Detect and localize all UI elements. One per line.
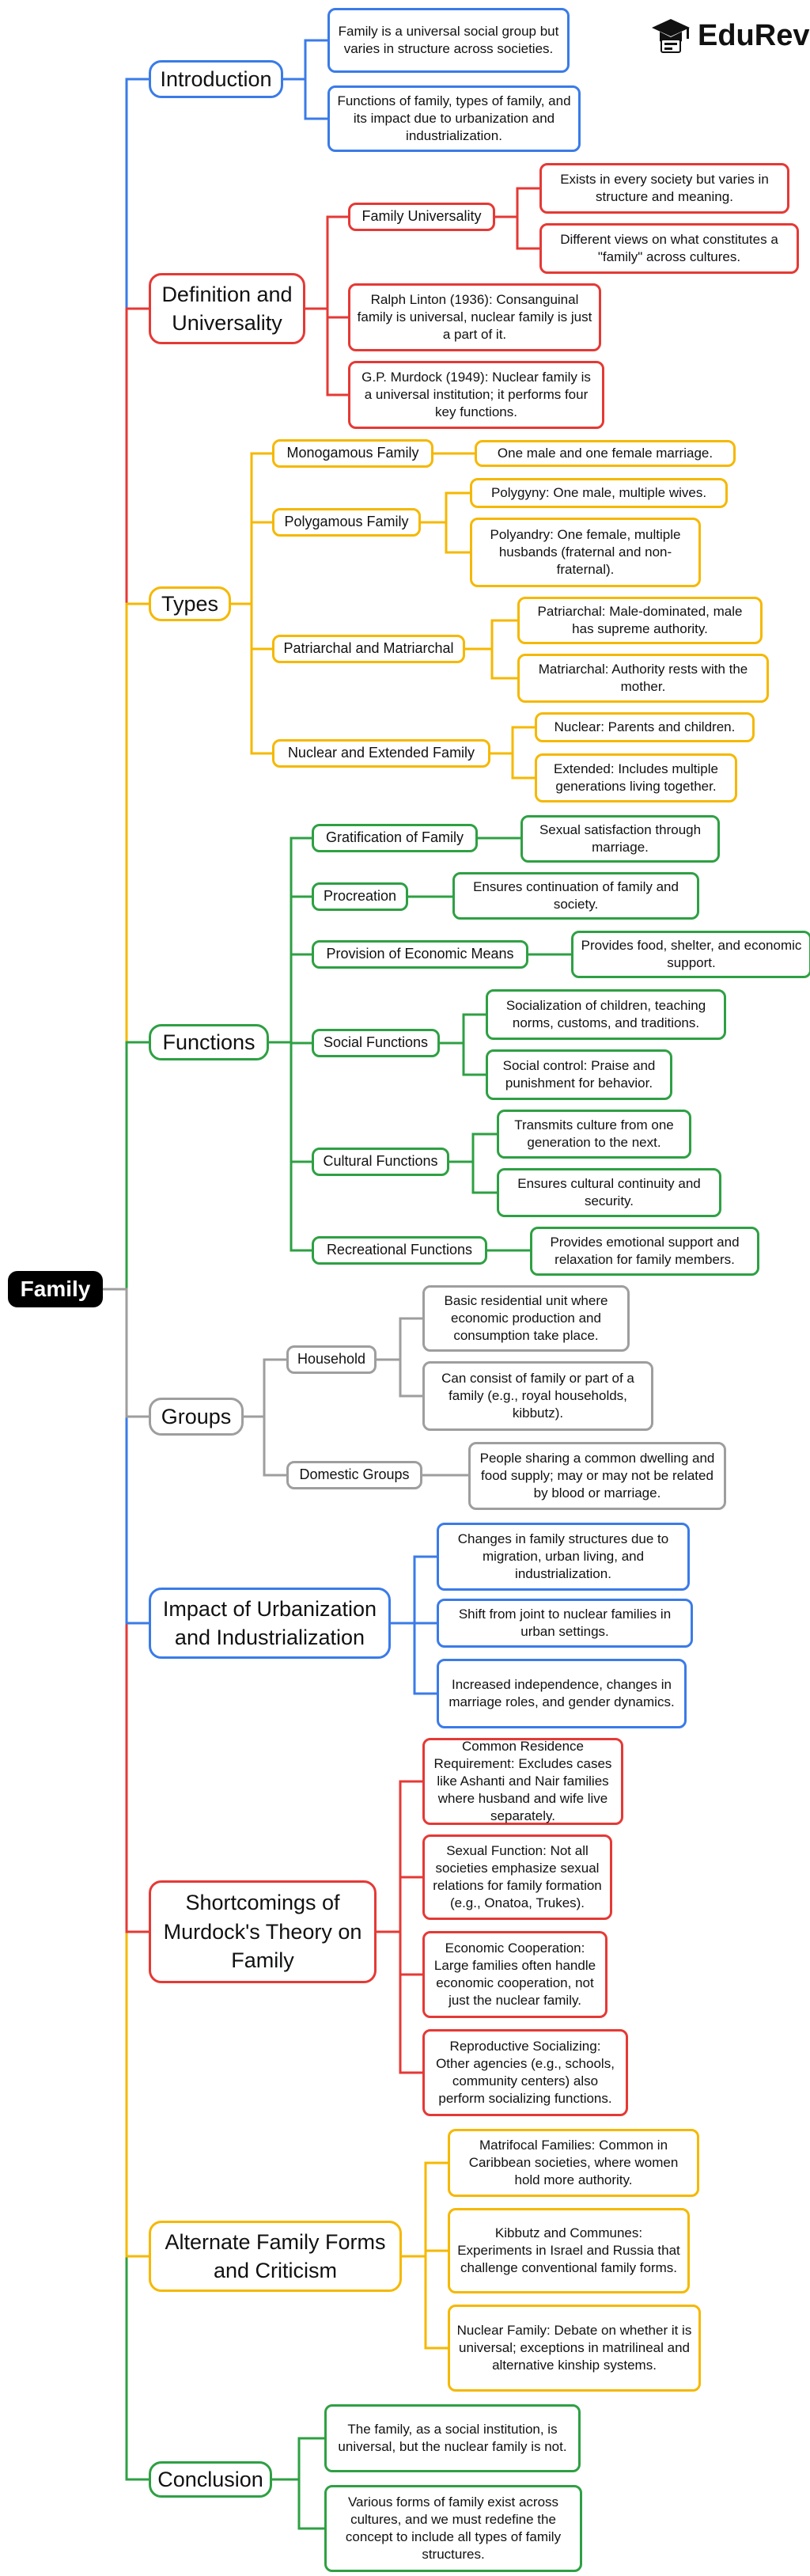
- brand-name: EduRev: [698, 18, 810, 52]
- topic-household: Household: [286, 1345, 377, 1374]
- note-polygamous-1: Polygyny: One male, multiple wives.: [470, 478, 728, 508]
- note-polygamous-2: Polyandry: One female, multiple husbands…: [470, 518, 701, 587]
- note-gratification-1: Sexual satisfaction through marriage.: [520, 815, 720, 863]
- note-monogamous-1: One male and one female marriage.: [475, 440, 736, 467]
- topic-family-universality: Family Universality: [348, 203, 495, 231]
- topic-procreation: Procreation: [312, 882, 408, 911]
- topic-gp-murdock: G.P. Murdock (1949): Nuclear family is a…: [348, 361, 604, 429]
- note-social-functions-2: Social control: Praise and punishment fo…: [486, 1049, 672, 1100]
- graduation-cap-icon: [652, 19, 690, 53]
- topic-ralph-linton: Ralph Linton (1936): Consanguinal family…: [348, 283, 601, 351]
- note-shortcomings-1: Common Residence Requirement: Excludes c…: [422, 1738, 623, 1825]
- branch-introduction: Introduction: [149, 60, 283, 98]
- note-shortcomings-4: Reproductive Socializing: Other agencies…: [422, 2029, 628, 2116]
- note-shortcomings-2: Sexual Function: Not all societies empha…: [422, 1834, 612, 1920]
- branch-conclusion: Conclusion: [149, 2461, 272, 2498]
- branch-alternate-family-forms: Alternate Family Forms and Criticism: [149, 2221, 402, 2292]
- note-patriarchal-1: Patriarchal: Male-dominated, male has su…: [517, 597, 763, 644]
- note-family-universality-1: Exists in every society but varies in st…: [539, 163, 789, 214]
- branch-groups: Groups: [149, 1398, 244, 1436]
- topic-polygamous-family: Polygamous Family: [272, 508, 421, 537]
- branch-shortcomings-murdock: Shortcomings of Murdock's Theory on Fami…: [149, 1880, 377, 1983]
- note-recreational-1: Provides emotional support and relaxatio…: [530, 1227, 759, 1276]
- note-alternate-2: Kibbutz and Communes: Experiments in Isr…: [448, 2208, 690, 2293]
- root-node: Family: [8, 1271, 103, 1307]
- note-conclusion-1: The family, as a social institution, is …: [324, 2404, 581, 2472]
- note-impact-1: Changes in family structures due to migr…: [437, 1523, 690, 1591]
- note-alternate-1: Matrifocal Families: Common in Caribbean…: [448, 2129, 699, 2197]
- topic-gratification-of-family: Gratification of Family: [312, 824, 478, 852]
- note-impact-2: Shift from joint to nuclear families in …: [437, 1599, 693, 1648]
- note-social-functions-1: Socialization of children, teaching norm…: [486, 989, 726, 1040]
- note-economic-means-1: Provides food, shelter, and economic sup…: [571, 931, 810, 978]
- topic-domestic-groups: Domestic Groups: [286, 1461, 422, 1489]
- topic-monogamous-family: Monogamous Family: [272, 439, 433, 468]
- branch-types: Types: [149, 586, 231, 621]
- note-impact-3: Increased independence, changes in marri…: [437, 1659, 687, 1728]
- topic-social-functions: Social Functions: [312, 1029, 440, 1057]
- note-cultural-functions-2: Ensures cultural continuity and security…: [497, 1168, 721, 1217]
- topic-provision-economic-means: Provision of Economic Means: [312, 940, 528, 969]
- branch-impact-urbanization: Impact of Urbanization and Industrializa…: [149, 1588, 391, 1659]
- branch-functions: Functions: [149, 1024, 269, 1060]
- note-conclusion-2: Various forms of family exist across cul…: [324, 2485, 582, 2572]
- note-household-2: Can consist of family or part of a famil…: [422, 1361, 653, 1431]
- note-shortcomings-3: Economic Cooperation: Large families oft…: [422, 1931, 608, 2018]
- note-patriarchal-2: Matriarchal: Authority rests with the mo…: [517, 654, 769, 703]
- note-family-universality-2: Different views on what constitutes a "f…: [539, 223, 799, 274]
- note-introduction-2: Functions of family, types of family, an…: [327, 85, 581, 152]
- note-household-1: Basic residential unit where economic pr…: [422, 1285, 630, 1352]
- note-domestic-groups-1: People sharing a common dwelling and foo…: [468, 1442, 726, 1510]
- note-nuclear-extended-2: Extended: Includes multiple generations …: [535, 753, 737, 802]
- topic-recreational-functions: Recreational Functions: [312, 1236, 487, 1265]
- note-nuclear-extended-1: Nuclear: Parents and children.: [535, 712, 755, 742]
- note-alternate-3: Nuclear Family: Debate on whether it is …: [448, 2305, 701, 2392]
- topic-patriarchal-matriarchal: Patriarchal and Matriarchal: [272, 635, 465, 663]
- note-cultural-functions-1: Transmits culture from one generation to…: [497, 1110, 691, 1159]
- note-procreation-1: Ensures continuation of family and socie…: [452, 872, 699, 920]
- note-introduction-1: Family is a universal social group but v…: [327, 8, 570, 73]
- topic-nuclear-extended-family: Nuclear and Extended Family: [272, 739, 490, 768]
- topic-cultural-functions: Cultural Functions: [312, 1148, 449, 1176]
- brand-logo: EduRev: [650, 17, 809, 54]
- branch-definition-universality: Definition and Universality: [149, 273, 305, 344]
